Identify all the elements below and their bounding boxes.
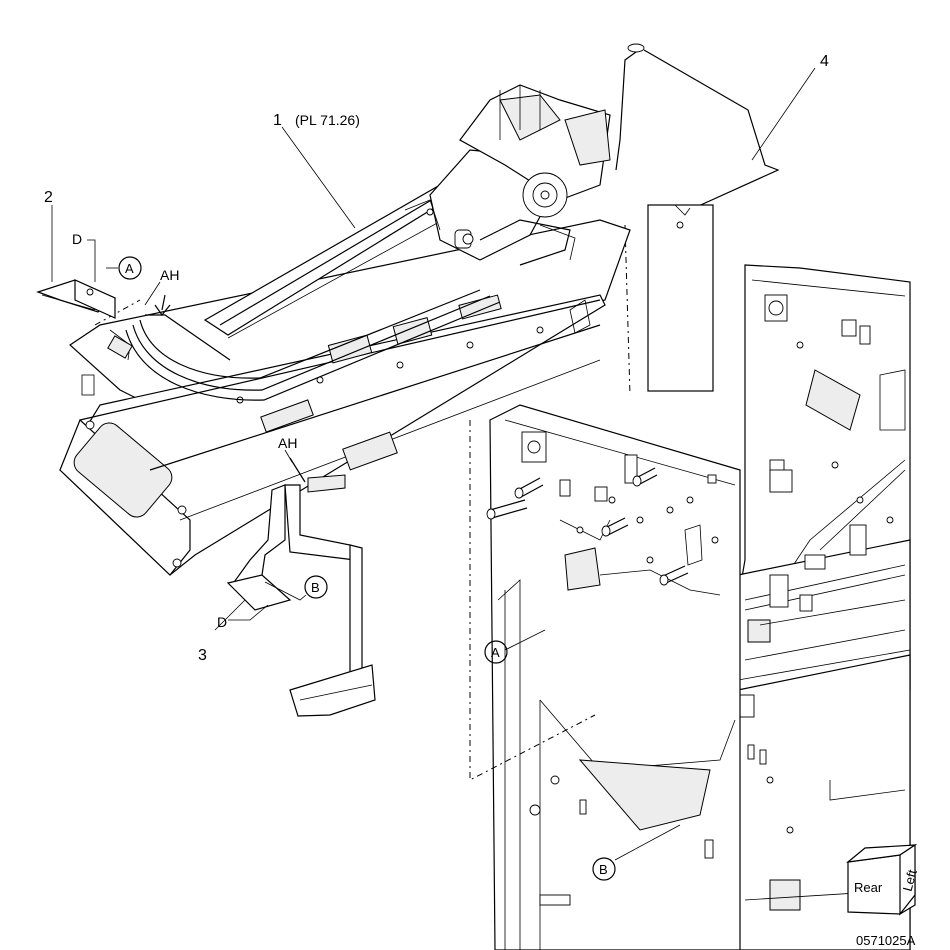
label-ah-top: AH — [160, 267, 179, 283]
part-4-number: 4 — [820, 53, 829, 70]
svg-text:A: A — [491, 645, 500, 660]
callout-a-bottom: A — [484, 640, 508, 664]
figure-id: 0571025A — [856, 933, 916, 948]
svg-text:B: B — [311, 580, 320, 595]
label-ah-bottom: AH — [278, 435, 297, 451]
svg-text:B: B — [599, 862, 608, 877]
ah-tie-strap-bottom — [289, 457, 346, 493]
leader-lines — [87, 67, 816, 861]
cube-rear-label: Rear — [854, 880, 883, 895]
svg-text:A: A — [125, 261, 134, 276]
sensor-assembly — [203, 84, 611, 339]
ah-tie-strap-top — [154, 294, 171, 317]
callout-a-top: A — [118, 256, 142, 280]
label-d-bottom: D — [217, 614, 227, 630]
orientation-cube: Rear Left — [845, 843, 920, 916]
part-2-number: 2 — [44, 189, 53, 206]
part-1-reference: (PL 71.26) — [295, 112, 360, 128]
part-3-number: 3 — [198, 647, 207, 664]
front-frame-plate — [489, 404, 741, 950]
duct-housing — [59, 219, 631, 576]
cable-harness — [125, 289, 501, 401]
callout-b-top: B — [304, 575, 328, 599]
callout-b-bottom: B — [592, 857, 616, 881]
part-2-bracket — [36, 205, 117, 319]
part-4-wire-tag — [615, 43, 780, 392]
cube-left-label: Left — [900, 868, 920, 893]
part-1-number: 1 — [273, 112, 282, 129]
part-3-flat-cable — [226, 484, 376, 717]
plate-studs — [486, 467, 689, 586]
label-d-top: D — [72, 231, 82, 247]
